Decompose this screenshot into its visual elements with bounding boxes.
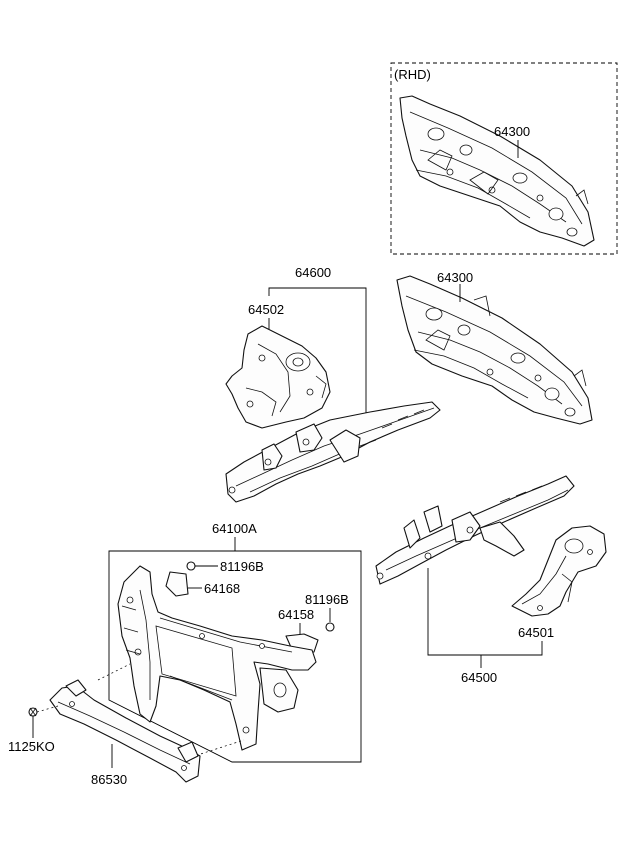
bolt-upper-part — [186, 561, 218, 571]
dash-panel-part — [396, 275, 593, 425]
frame-64100A — [108, 550, 362, 763]
assembly-guide — [97, 663, 131, 681]
radiator-support-group: 64100A 81196B 64168 81196B 64158 — [97, 521, 362, 763]
label-64600: 64600 — [295, 265, 331, 280]
fender-apron-rh-part — [511, 525, 607, 617]
bracket-64500 — [427, 568, 543, 656]
bracket-64600 — [268, 287, 367, 432]
bumper-group: 1125KO 86530 — [8, 679, 201, 787]
radiator-support-part — [117, 565, 317, 751]
rhd-dashed-box — [390, 62, 618, 255]
label-64500: 64500 — [461, 670, 497, 685]
label-64502: 64502 — [248, 302, 284, 317]
label-64100A: 64100A — [212, 521, 257, 536]
label-64158: 64158 — [278, 607, 314, 622]
label-81196B-right: 81196B — [305, 592, 349, 607]
assembly-guide-bolt — [36, 705, 59, 713]
bumper-beam-part — [49, 679, 201, 783]
dash-panel-rhd-part — [399, 95, 595, 247]
label-86530: 86530 — [91, 772, 127, 787]
label-64300: 64300 — [437, 270, 473, 285]
rhd-group: (RHD) 64300 — [390, 62, 618, 255]
side-member-lh-part — [225, 401, 441, 503]
bracket-upper-part — [165, 571, 202, 597]
label-64501: 64501 — [518, 625, 554, 640]
side-member-rh-part — [375, 475, 575, 585]
side-member-rh-group: 64501 64500 — [375, 475, 607, 685]
bolt-right-part — [325, 622, 335, 632]
rhd-label: (RHD) — [394, 67, 431, 82]
label-81196B-upper: 81196B — [220, 559, 264, 574]
bolt-bumper-part — [28, 707, 38, 717]
dash-panel-group: 64300 — [396, 270, 593, 425]
label-1125KO: 1125KO — [8, 739, 55, 754]
label-64168: 64168 — [204, 581, 240, 596]
side-member-lh-group: 64600 64502 — [225, 265, 441, 503]
fender-apron-lh-part — [225, 325, 331, 429]
label-64300-rhd: 64300 — [494, 124, 530, 139]
